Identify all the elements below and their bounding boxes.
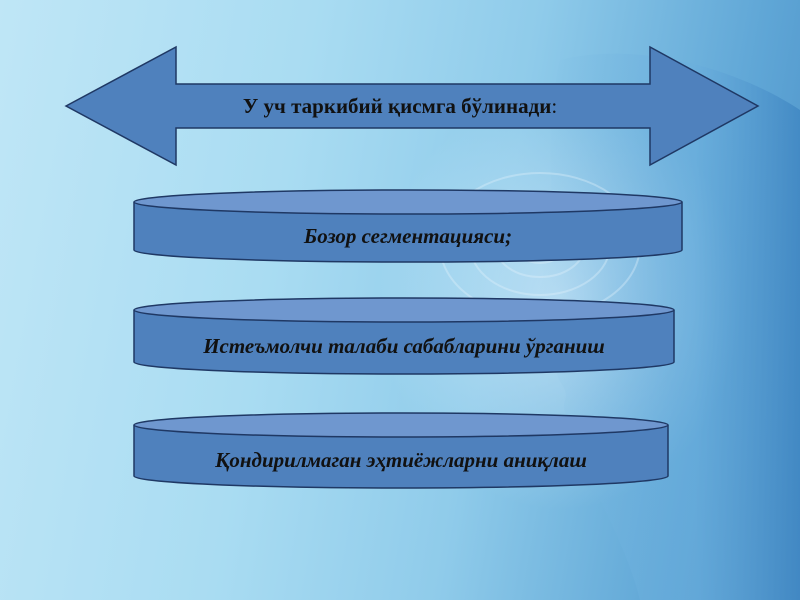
component-label-2: Истеъмолчи талаби сабабларини ўрганиш [203,333,605,358]
arrow-title: У уч таркибий қисмга бўлинади: [130,88,670,124]
component-label-1: Бозор сегментацияси; [303,223,513,248]
arrow-title-text: У уч таркибий қисмга бўлинади [242,93,552,118]
cylinder-3 [133,412,669,489]
component-label-3: Қондирилмаган эҳтиёжларни аниқлаш [215,447,587,472]
cylinder-2 [133,297,675,375]
arrow-title-colon: : [551,93,558,118]
cylinder-1 [133,189,683,263]
